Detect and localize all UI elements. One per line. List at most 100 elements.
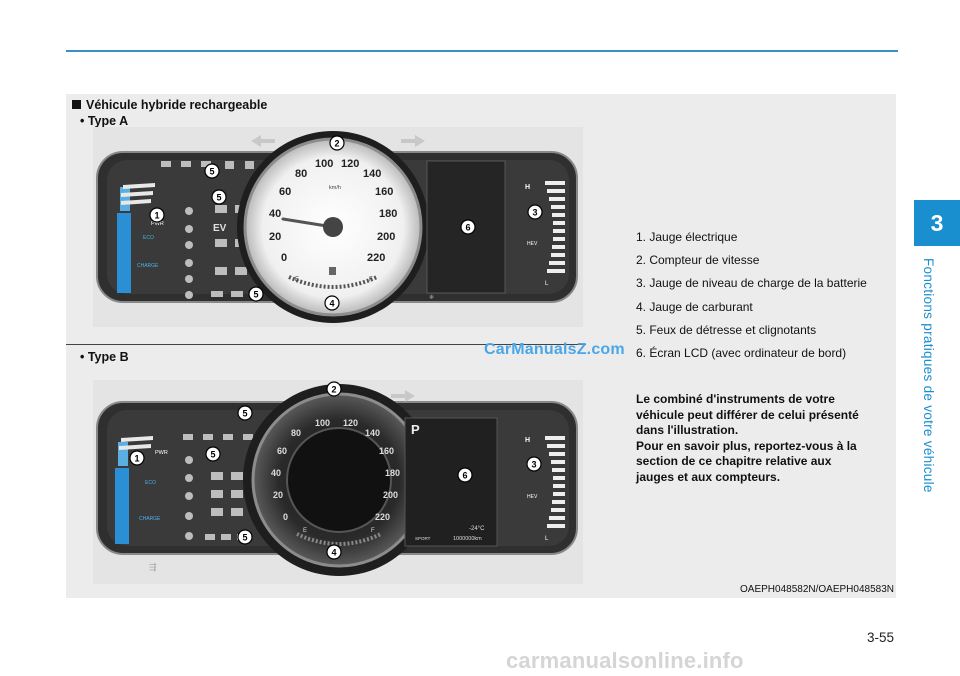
callout-b-5b: 5 — [205, 446, 221, 462]
svg-text:⇶: ⇶ — [149, 562, 157, 572]
speed-b-4: 80 — [291, 428, 301, 438]
speed-b-1: 20 — [273, 490, 283, 500]
speed-unit: km/h — [329, 185, 341, 191]
speed-b-11: 220 — [375, 512, 390, 522]
electric-gauge-b — [115, 436, 153, 544]
speed-tick-0: 0 — [281, 252, 287, 264]
square-bullet-icon — [72, 100, 81, 109]
page-number: 3-55 — [866, 630, 894, 645]
svg-text:3: 3 — [531, 460, 536, 470]
speed-tick-9: 180 — [379, 208, 397, 220]
svg-text:3: 3 — [532, 208, 537, 218]
svg-text:6: 6 — [462, 471, 467, 481]
odometer: 1000000km — [453, 536, 482, 542]
gear-indicator: P — [411, 422, 420, 437]
top-rule — [66, 50, 898, 52]
callout-b-1: 1 — [129, 450, 145, 466]
note-line-3: dans l'illustration. — [636, 423, 739, 438]
eco-label: ECO — [143, 235, 154, 241]
speed-tick-2: 40 — [269, 208, 281, 220]
legend-item-2: 2. Compteur de vitesse — [636, 253, 760, 268]
chapter-tab: 3 — [914, 200, 960, 246]
svg-text:2: 2 — [334, 139, 339, 149]
callout-3: 3 — [527, 204, 543, 220]
cluster-note: Le combiné d'instruments de votre véhicu… — [636, 392, 891, 486]
svg-text:1: 1 — [134, 454, 139, 464]
callout-2: 2 — [329, 135, 345, 151]
speed-tick-4: 80 — [295, 168, 307, 180]
callout-b-5c: 5 — [237, 529, 253, 545]
note-line-4: Pour en savoir plus, reportez-vous à la — [636, 438, 857, 453]
callout-5c: 5 — [248, 286, 264, 302]
type-a-label: • Type A — [80, 114, 129, 128]
callout-b-3: 3 — [526, 456, 542, 472]
legend-item-1: 1. Jauge électrique — [636, 230, 738, 244]
speed-b-6: 120 — [343, 418, 358, 428]
speed-tick-6: 120 — [341, 158, 359, 170]
battery-h-label: H — [525, 184, 530, 191]
speed-b-2: 40 — [271, 468, 281, 478]
sport-mode: SPORT — [415, 536, 431, 541]
note-line-2: véhicule peut différer de celui présenté — [636, 407, 859, 422]
eco-label-b: ECO — [145, 480, 156, 486]
charge-label-b: CHARGE — [139, 516, 161, 522]
outside-temp: -24°C — [469, 526, 485, 532]
callout-legend: 1. Jauge électrique 2. Compteur de vites… — [636, 226, 867, 365]
speed-tick-7: 140 — [363, 168, 381, 180]
svg-text:1: 1 — [154, 211, 159, 221]
callout-b-4: 4 — [326, 544, 342, 560]
speed-b-5: 100 — [315, 418, 330, 428]
fuel-f-label: F — [369, 277, 373, 283]
type-separator — [66, 344, 586, 345]
pwr-label: PWR — [151, 221, 164, 227]
speed-tick-8: 160 — [375, 186, 393, 198]
svg-text:❄: ❄ — [429, 294, 434, 301]
speed-tick-5: 100 — [315, 158, 333, 170]
legend-item-3: 3. Jauge de niveau de charge de la batte… — [636, 276, 867, 291]
charge-label: CHARGE — [137, 263, 159, 269]
note-line-5: section de ce chapitre relative aux — [636, 454, 832, 469]
footer-watermark: carmanualsonline.info — [506, 648, 744, 673]
callout-b-6: 6 — [457, 467, 473, 483]
battery-gauge-b — [545, 436, 565, 528]
callout-5b: 5 — [211, 189, 227, 205]
callout-1: 1 — [149, 207, 165, 223]
section-heading: Véhicule hybride rechargeable — [72, 98, 267, 112]
legend-item-4: 4. Jauge de carburant — [636, 299, 753, 314]
svg-text:2: 2 — [331, 385, 336, 395]
cluster-type-b: PWR ECO CHARGE 0 20 40 60 80 100 120 140… — [93, 380, 583, 584]
battery-gauge — [545, 181, 565, 273]
heading-text: Véhicule hybride rechargeable — [86, 98, 268, 112]
speed-tick-11: 220 — [367, 252, 385, 264]
legend-item-5: 5. Feux de détresse et clignotants — [636, 322, 817, 337]
speed-b-8: 160 — [379, 446, 394, 456]
svg-text:5: 5 — [210, 450, 215, 460]
battery-b-hev: HEV — [527, 494, 538, 500]
battery-l-label: L — [545, 281, 549, 287]
fuel-b-e: E — [303, 528, 307, 534]
svg-text:5: 5 — [216, 193, 221, 203]
callout-b-2: 2 — [326, 381, 342, 397]
speed-b-7: 140 — [365, 428, 380, 438]
svg-text:5: 5 — [242, 533, 247, 543]
callout-6: 6 — [460, 219, 476, 235]
callout-4: 4 — [324, 295, 340, 311]
svg-text:4: 4 — [329, 299, 334, 309]
battery-b-l: L — [545, 536, 549, 542]
svg-text:5: 5 — [242, 409, 247, 419]
note-line-6: jauges et aux compteurs. — [636, 469, 781, 484]
fuel-b-f: F — [371, 528, 375, 534]
callout-b-5a: 5 — [237, 405, 253, 421]
legend-item-6: 6. Écran LCD (avec ordinateur de bord) — [636, 345, 847, 360]
chapter-title-text: Fonctions pratiques de votre véhicule — [921, 258, 936, 493]
electric-gauge — [117, 183, 155, 293]
fuel-e-label: E — [295, 277, 299, 283]
callout-5a: 5 — [204, 163, 220, 179]
svg-text:4: 4 — [331, 548, 336, 558]
speed-b-9: 180 — [385, 468, 400, 478]
image-code: OAEPH048582N/OAEPH048583N — [740, 584, 894, 595]
svg-text:6: 6 — [465, 223, 470, 233]
speed-tick-10: 200 — [377, 231, 395, 243]
speed-b-0: 0 — [283, 512, 288, 522]
svg-text:5: 5 — [253, 290, 258, 300]
